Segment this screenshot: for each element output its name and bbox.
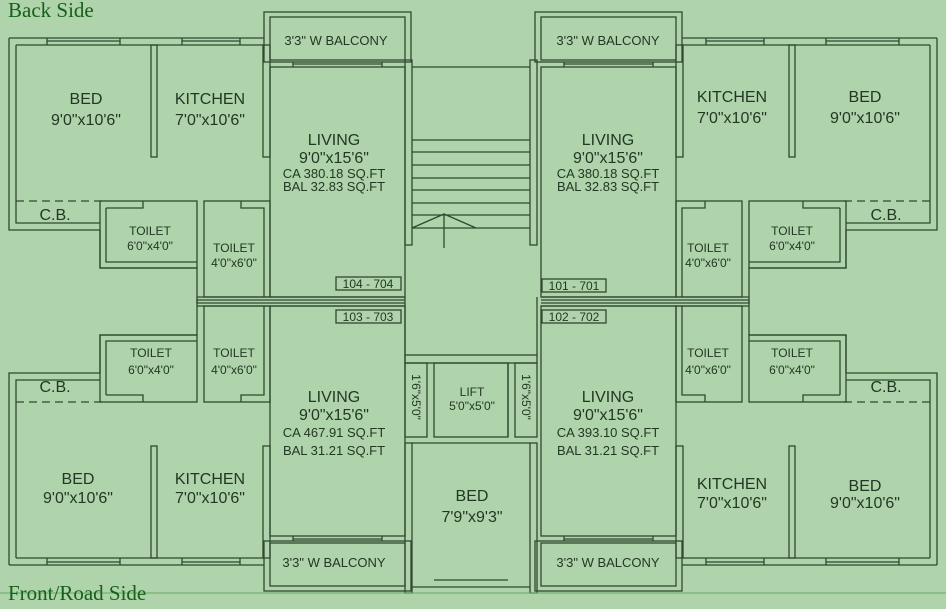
cb-label: C.B. — [39, 379, 70, 396]
toilet-size: 6'0"x4'0" — [769, 239, 815, 253]
lift-label: LIFT — [460, 385, 485, 399]
toilet-size: 6'0"x4'0" — [128, 363, 174, 377]
kitchen-label: KITCHEN — [175, 471, 245, 488]
toilet-size: 4'0"x6'0" — [685, 363, 731, 377]
bed-label: BED — [456, 488, 489, 505]
balcony-area: BAL 31.21 SQ.FT — [283, 443, 385, 458]
living-size: 9'0"x15'6" — [573, 407, 643, 424]
cb-label: C.B. — [39, 207, 70, 224]
unit-103-703: BED 9'0"x10'6" KITCHEN 7'0"x10'6" LIVING… — [39, 309, 402, 570]
kitchen-size: 7'0"x10'6" — [175, 490, 245, 507]
lift-size: 5'0"x5'0" — [449, 399, 495, 413]
living-size: 9'0"x15'6" — [299, 407, 369, 424]
toilet-size: 4'0"x6'0" — [211, 363, 257, 377]
toilet-size: 4'0"x6'0" — [211, 256, 257, 270]
balcony-area: BAL 32.83 SQ.FT — [283, 179, 385, 194]
living-label: LIVING — [582, 132, 634, 149]
cb-label: C.B. — [870, 379, 901, 396]
balcony-area: BAL 31.21 SQ.FT — [557, 443, 659, 458]
kitchen-size: 7'0"x10'6" — [697, 110, 767, 127]
bed-label: BED — [70, 91, 103, 108]
core-labels: LIFT 5'0"x5'0" 1'6"x5'0" 1'6"x5'0" BED 7… — [409, 374, 533, 526]
kitchen-label: KITCHEN — [175, 91, 245, 108]
kitchen-size: 7'0"x10'6" — [697, 495, 767, 512]
toilet-label: TOILET — [213, 346, 255, 360]
carpet-area: CA 393.10 SQ.FT — [557, 425, 660, 440]
cb-label: C.B. — [870, 207, 901, 224]
toilet-label: TOILET — [687, 241, 729, 255]
kitchen-label: KITCHEN — [697, 89, 767, 106]
balcony-label: 3'3" W BALCONY — [556, 555, 660, 570]
toilet-label: TOILET — [771, 346, 813, 360]
toilet-label: TOILET — [687, 346, 729, 360]
bed-label: BED — [62, 471, 95, 488]
shaft-left-size: 1'6"x5'0" — [409, 374, 423, 420]
bed-size: 9'0"x10'6" — [51, 112, 121, 129]
living-label: LIVING — [308, 389, 360, 406]
bed-label: BED — [849, 478, 882, 495]
toilet-label: TOILET — [129, 224, 171, 238]
toilet-label: TOILET — [213, 241, 255, 255]
staircase — [404, 59, 538, 355]
bed-label: BED — [849, 89, 882, 106]
back-side-label: Back Side — [8, 0, 94, 22]
living-label: LIVING — [308, 132, 360, 149]
bed-size: 7'9"x9'3" — [441, 509, 502, 526]
toilet-size: 4'0"x6'0" — [685, 256, 731, 270]
living-size: 9'0"x15'6" — [573, 150, 643, 167]
flat-number: 103 - 703 — [343, 310, 394, 324]
unit-101-701: BED 9'0"x10'6" KITCHEN 7'0"x10'6" LIVING… — [541, 33, 902, 293]
carpet-area: CA 380.18 SQ.FT — [557, 166, 660, 181]
flat-number: 104 - 704 — [343, 277, 394, 291]
front-side-label: Front/Road Side — [8, 581, 146, 605]
unit-102-702: BED 9'0"x10'6" KITCHEN 7'0"x10'6" LIVING… — [541, 309, 902, 570]
carpet-area: CA 380.18 SQ.FT — [283, 166, 386, 181]
toilet-size: 6'0"x4'0" — [127, 239, 173, 253]
balcony-area: BAL 32.83 SQ.FT — [557, 179, 659, 194]
shaft-right-size: 1'6"x5'0" — [519, 374, 533, 420]
toilet-label: TOILET — [130, 346, 172, 360]
bed-size: 9'0"x10'6" — [830, 495, 900, 512]
flat-number: 102 - 702 — [549, 310, 600, 324]
kitchen-label: KITCHEN — [697, 476, 767, 493]
balcony-label: 3'3" W BALCONY — [556, 33, 660, 48]
lift-core — [404, 354, 538, 594]
flat-number: 101 - 701 — [549, 279, 600, 293]
toilet-size: 6'0"x4'0" — [769, 363, 815, 377]
balcony-label: 3'3" W BALCONY — [284, 33, 388, 48]
kitchen-size: 7'0"x10'6" — [175, 112, 245, 129]
living-size: 9'0"x15'6" — [299, 150, 369, 167]
carpet-area: CA 467.91 SQ.FT — [283, 425, 386, 440]
toilet-label: TOILET — [771, 224, 813, 238]
bed-size: 9'0"x10'6" — [830, 110, 900, 127]
bed-size: 9'0"x10'6" — [43, 490, 113, 507]
living-label: LIVING — [582, 389, 634, 406]
balcony-label: 3'3" W BALCONY — [282, 555, 386, 570]
unit-104-704: BED 9'0"x10'6" KITCHEN 7'0"x10'6" LIVING… — [39, 33, 402, 291]
